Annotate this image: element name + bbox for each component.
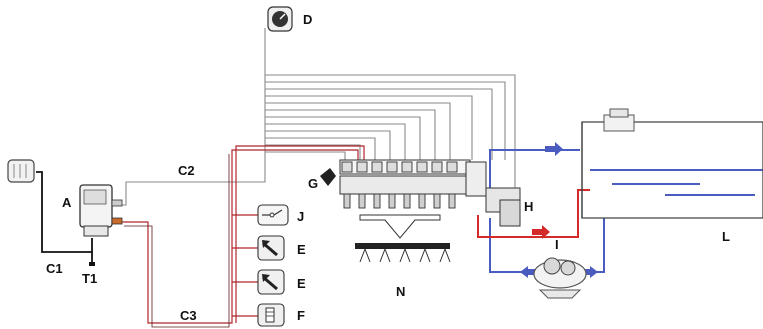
label-c3: C3 [180, 308, 197, 323]
ground-t1-cap [89, 262, 95, 266]
label-d: D [303, 12, 312, 27]
cable-c3 [122, 145, 365, 324]
label-e-2: E [297, 276, 306, 291]
connector-plug [7, 159, 35, 183]
valve-outlets [343, 193, 456, 209]
valve-block [320, 159, 521, 227]
spray-nozzles [359, 248, 451, 263]
arrow-sensor-icon [257, 235, 285, 261]
pressure-gauge-icon [267, 6, 293, 32]
label-g: G [308, 176, 318, 191]
label-c1: C1 [46, 261, 63, 276]
label-n: N [396, 284, 405, 299]
label-h: H [524, 199, 533, 214]
flow-arrow-blue-top [545, 142, 563, 156]
valve-units [341, 161, 458, 173]
label-f: F [297, 308, 305, 323]
cable-c3-shadow [124, 154, 230, 328]
label-j: J [297, 209, 304, 224]
arrow-sensor-icon-2 [257, 269, 285, 295]
tank-l [581, 108, 763, 219]
level-sensor-icon [257, 303, 285, 327]
label-t1: T1 [82, 271, 97, 286]
control-unit-a [79, 184, 123, 237]
label-c2: C2 [178, 163, 195, 178]
label-a: A [62, 195, 72, 210]
label-e-1: E [297, 242, 306, 257]
flow-arrow-red [532, 225, 550, 239]
switch-icon [257, 204, 289, 226]
cable-c1 [36, 171, 93, 253]
label-i: I [555, 237, 559, 252]
pump-i [533, 257, 587, 299]
cable-c2 [120, 28, 516, 206]
spray-boom-n [355, 214, 451, 263]
label-l: L [722, 229, 730, 244]
